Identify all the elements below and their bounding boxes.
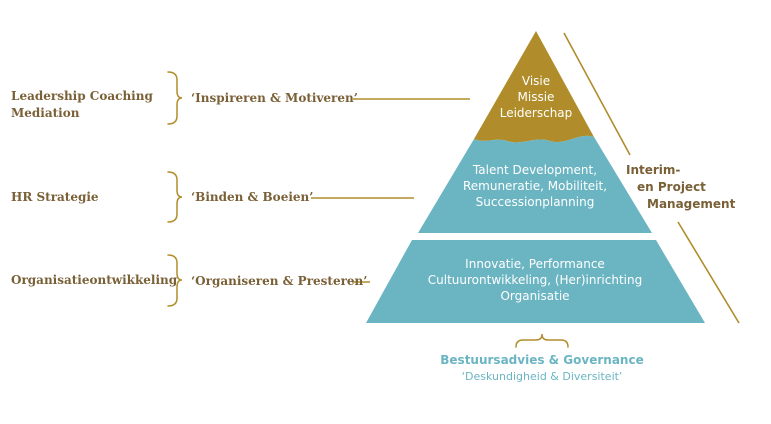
quote-organiseren-presteren: ‘Organiseren & Presteren’ (191, 274, 367, 288)
quote-inspireren-motiveren: ‘Inspireren & Motiveren’ (191, 91, 358, 105)
brace-top (167, 71, 183, 125)
top-tier-line-3: Leiderschap (500, 106, 573, 120)
quote-binden-boeien: ‘Binden & Boeien’ (191, 190, 313, 204)
label-organisatieontwikkeling: Organisatieontwikkeling (11, 273, 178, 287)
pyramid-middle-tier (418, 135, 652, 233)
pyramid-bottom-tier (366, 240, 705, 323)
label-leadership-coaching: Leadership Coaching (11, 89, 153, 103)
side-label-line-1: Interim- (626, 163, 680, 177)
pyramid-top-tier (474, 31, 594, 143)
middle-tier-line-1: Talent Development, (472, 163, 597, 177)
footer-title: Bestuursadvies & Governance (440, 353, 643, 367)
top-tier-line-2: Missie (518, 90, 555, 104)
top-tier-line-1: Visie (522, 74, 550, 88)
label-hr-strategie: HR Strategie (11, 190, 99, 204)
brace-bottom (167, 254, 183, 307)
middle-tier-line-2: Remuneratie, Mobiliteit, (463, 179, 607, 193)
bottom-tier-line-2: Cultuurontwikkeling, (Her)inrichting (428, 273, 642, 287)
side-label-line-3: Management (647, 197, 736, 211)
brace-middle (167, 171, 183, 223)
bottom-tier-line-1: Innovatie, Performance (465, 257, 605, 271)
brace-bottom-horizontal (515, 333, 569, 348)
footer-subtitle: ‘Deskundigheid & Diversiteit’ (462, 370, 623, 383)
diagonal-accent-upper (563, 32, 631, 156)
side-label-line-2: en Project (637, 180, 706, 194)
middle-tier-line-3: Successionplanning (476, 195, 595, 209)
label-mediation: Mediation (11, 106, 80, 120)
diagonal-accent-lower (677, 221, 740, 324)
bottom-tier-line-3: Organisatie (500, 289, 569, 303)
